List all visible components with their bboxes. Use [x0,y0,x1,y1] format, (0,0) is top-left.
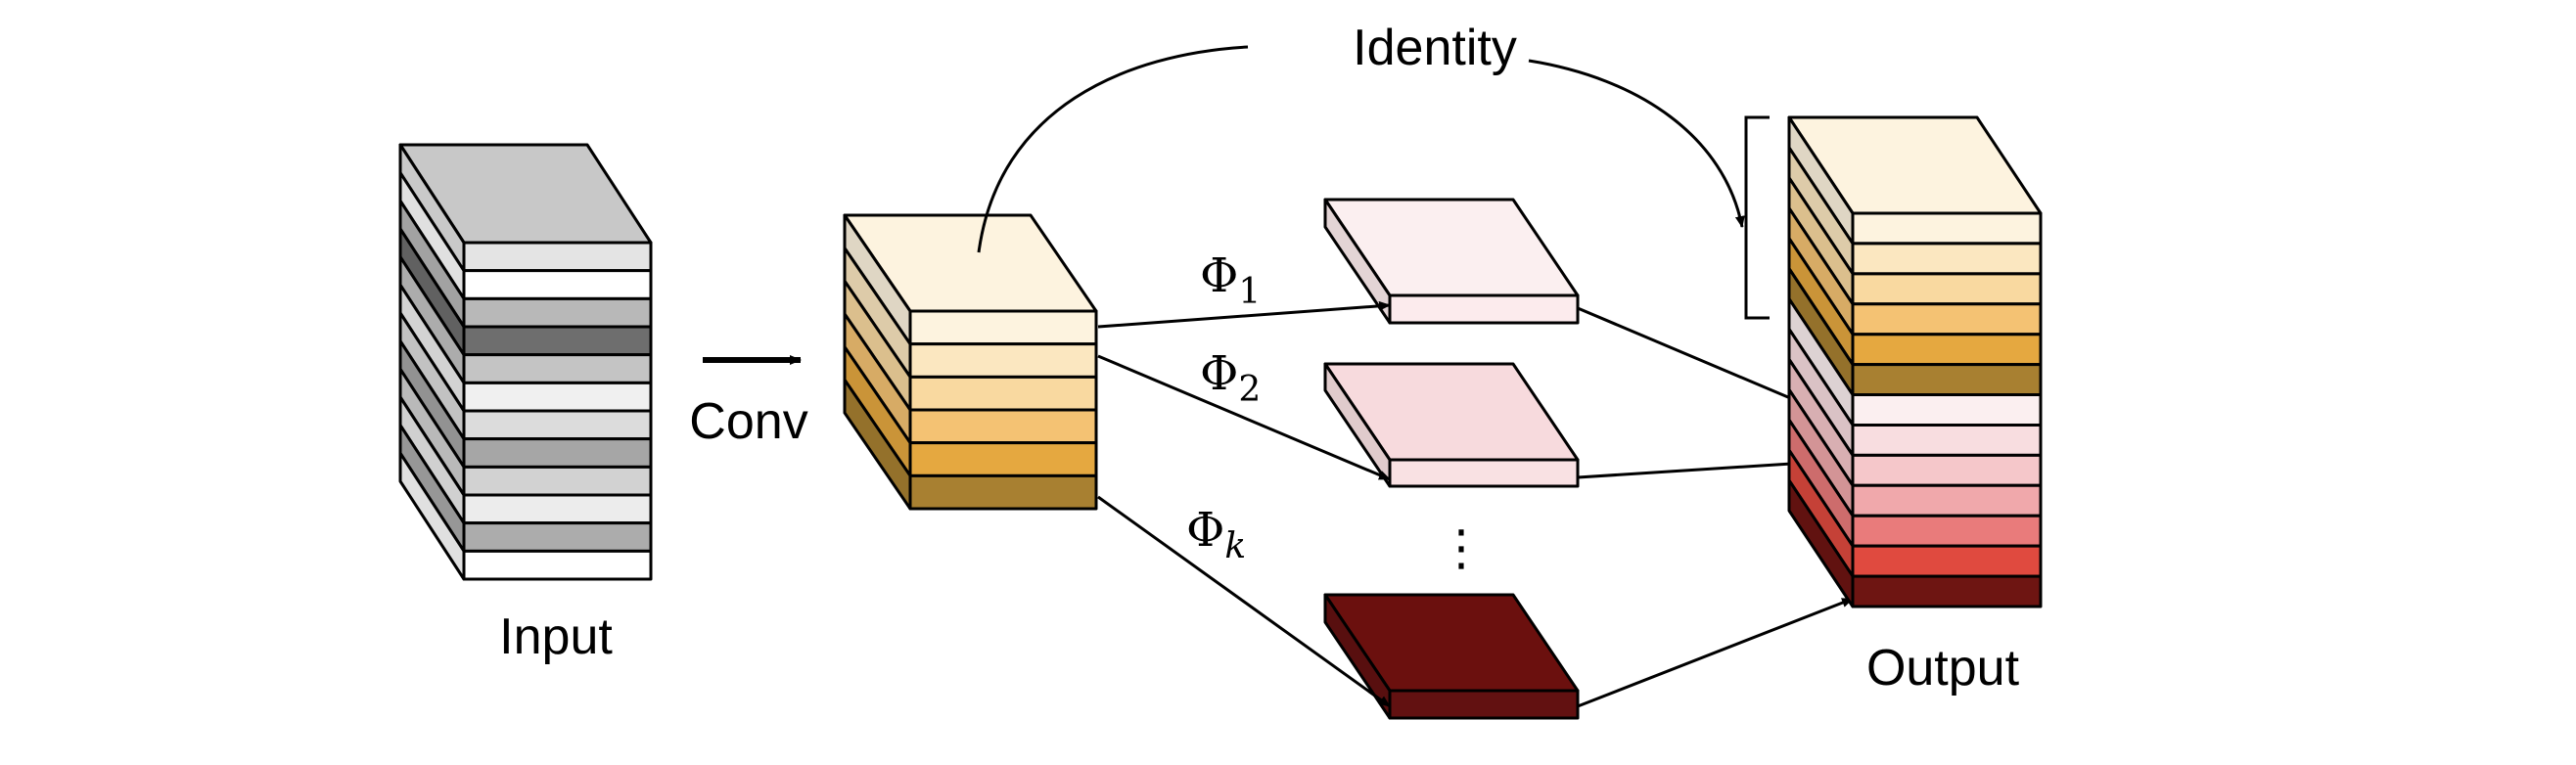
output-front-layer-3 [1851,272,2043,306]
input-front-layer-9 [462,465,653,497]
ghost-1-front-face [1388,293,1580,325]
output-front-layer-11 [1851,514,2043,548]
conv-label: Conv [689,393,807,450]
identity-bracket [1744,115,1770,320]
conv-front-layer-3 [908,375,1098,412]
input-front-layer-12 [462,549,653,581]
ghost-2-front-face [1388,458,1580,488]
input-front-layer-6 [462,381,653,413]
input-front-layer-5 [462,353,653,384]
input-front-layer-1 [462,241,653,273]
output-front-layer-13 [1851,574,2043,608]
output-label: Output [1866,640,2020,697]
phi-1-label: Φ1 [1200,248,1261,312]
input-front-layer-2 [462,269,653,300]
ghost-feature-1 [1323,198,1580,325]
output-front-layer-2 [1851,242,2043,276]
phi-k-arrow [1097,495,1391,708]
identity-arrow [977,45,1249,253]
intrinsic-feature-stack [843,213,1098,511]
input-front-layer-10 [462,493,653,525]
phi-k-label: Φk [1186,503,1246,566]
conv-front-layer-4 [908,408,1098,445]
output-front-layer-4 [1851,302,2043,337]
ghost-k-to-output-arrow [1577,597,1854,708]
input-front-layer-7 [462,409,653,441]
output-front-layer-12 [1851,544,2043,578]
identity-label: Identity [1353,20,1517,76]
ghost-feature-2 [1323,362,1580,488]
input-front-layer-8 [462,437,653,469]
input-front-layer-11 [462,521,653,553]
output-front-layer-10 [1851,483,2043,518]
conv-front-layer-1 [908,309,1098,346]
phi-2-label: Φ2 [1200,346,1261,410]
conv-front-layer-2 [908,342,1098,379]
conv-front-layer-6 [908,473,1098,511]
output-front-layer-8 [1851,423,2043,457]
output-front-layer-7 [1851,393,2043,427]
output-front-layer-1 [1851,211,2043,246]
output-front-layer-5 [1851,333,2043,367]
ghost-k-front-face [1388,689,1580,720]
conv-front-layer-5 [908,441,1098,477]
input-front-layer-3 [462,296,653,329]
output-feature-stack [1787,115,2043,608]
input-label: Input [499,608,613,665]
ellipsis: ⋮ [1437,519,1486,576]
input-front-layer-4 [462,325,653,357]
phi-1-arrow [1097,300,1391,329]
output-front-layer-9 [1851,453,2043,487]
phi-2-arrow [1097,354,1391,481]
output-front-layer-6 [1851,363,2043,397]
ghost-feature-k [1323,593,1580,720]
input-feature-stack [398,143,653,581]
identity-arrow-to-output [1528,59,1745,228]
